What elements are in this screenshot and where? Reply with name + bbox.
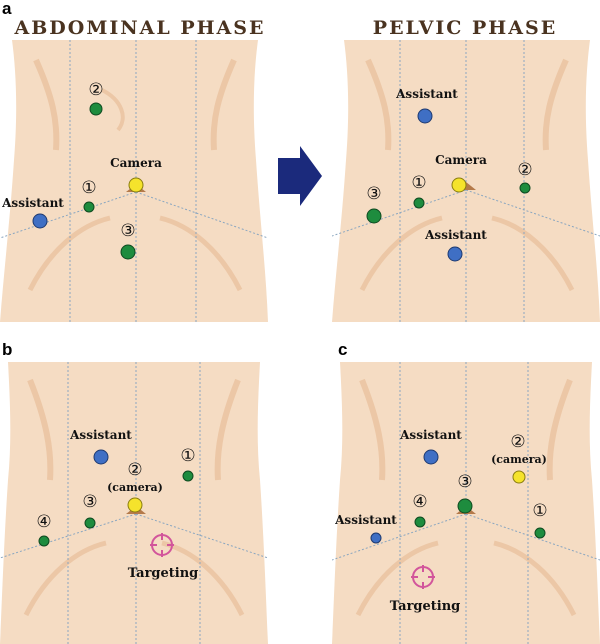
port-1-marker <box>83 201 95 213</box>
panel-letter-b: b <box>2 340 12 359</box>
port-4-marker <box>414 516 426 528</box>
port-number-1: ① <box>532 501 547 521</box>
panel-abdominal-phase: ② Camera ① Assistant ③ <box>0 40 268 322</box>
camera-label: Camera <box>110 156 162 170</box>
assistant-port-marker <box>32 213 48 229</box>
port-3-marker <box>120 244 136 260</box>
port-1-marker <box>413 197 425 209</box>
port-number-3: ③ <box>82 492 97 512</box>
heading-abdominal-phase: ABDOMINAL PHASE <box>13 17 265 39</box>
trocar-line-right <box>135 513 268 559</box>
port-2-marker <box>89 102 103 116</box>
camera-label: (camera) <box>107 481 163 494</box>
port-number-2: ② <box>127 460 142 480</box>
panel-letter-c: c <box>338 340 347 359</box>
targeting-icon <box>150 533 174 557</box>
trocar-line-right <box>135 191 268 239</box>
camera-port-marker <box>127 497 143 513</box>
port-number-1: ① <box>411 173 426 193</box>
port-number-2: ② <box>517 160 532 180</box>
camera-port-marker <box>512 470 526 484</box>
assistant-label-lower: Assistant <box>334 513 397 527</box>
port-1-marker <box>182 470 194 482</box>
assistant-port-lower-marker <box>370 532 382 544</box>
port-4-marker <box>38 535 50 547</box>
port-3-marker <box>84 517 96 529</box>
panel-b: Assistant ① ② (camera) ③ ④ Targeting <box>0 362 268 644</box>
camera-label: Camera <box>435 153 487 167</box>
targeting-label: Targeting <box>128 566 199 581</box>
panel-letter-a: a <box>2 0 12 18</box>
panel-c: Assistant ② (camera) ③ ④ ① Assistant Tar… <box>332 362 600 644</box>
targeting-label: Targeting <box>390 599 461 614</box>
assistant-label: Assistant <box>1 196 64 210</box>
port-number-1: ① <box>180 446 195 466</box>
port-3-marker <box>366 208 382 224</box>
panel-pelvic-phase: Assistant Camera ② ① ③ Assistant <box>332 40 600 322</box>
assistant-port-upper-marker <box>417 108 433 124</box>
port-number-1: ① <box>81 178 96 198</box>
camera-label: (camera) <box>491 453 547 466</box>
camera-port-marker <box>451 177 467 193</box>
transition-arrow-icon <box>278 146 322 206</box>
assistant-label-upper: Assistant <box>395 87 458 101</box>
assistant-label-lower: Assistant <box>424 228 487 242</box>
assistant-port-lower-marker <box>447 246 463 262</box>
camera-port-marker <box>128 177 144 193</box>
assistant-label-upper: Assistant <box>399 428 462 442</box>
assistant-port-marker <box>93 449 109 465</box>
port-2-marker <box>519 182 531 194</box>
assistant-port-upper-marker <box>423 449 439 465</box>
port-number-3: ③ <box>366 184 381 204</box>
port-number-4: ④ <box>412 492 427 512</box>
port-number-3: ③ <box>120 221 135 241</box>
port-number-3: ③ <box>457 472 472 492</box>
port-number-2: ② <box>510 432 525 452</box>
port-number-2: ② <box>88 80 103 100</box>
port-3-marker <box>457 498 473 514</box>
heading-pelvic-phase: PELVIC PHASE <box>373 17 557 39</box>
port-number-4: ④ <box>36 512 51 532</box>
assistant-label: Assistant <box>69 428 132 442</box>
targeting-icon <box>411 565 435 589</box>
port-1-marker <box>534 527 546 539</box>
